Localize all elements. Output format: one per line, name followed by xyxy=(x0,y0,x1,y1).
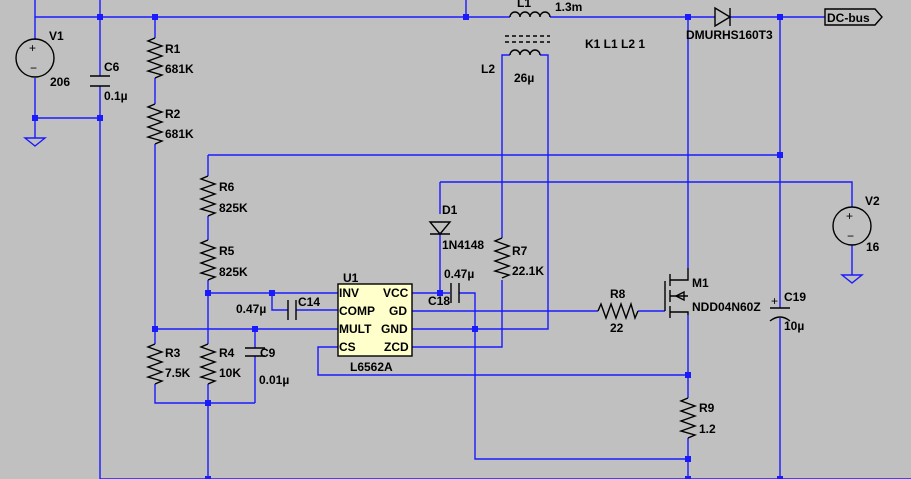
r6-value: 825K xyxy=(219,201,248,215)
l1-label: L1 xyxy=(517,0,531,10)
r4-value: 10K xyxy=(219,366,241,380)
l2-label: L2 xyxy=(481,62,495,76)
net-label-dc-bus[interactable]: DC-bus xyxy=(824,8,883,26)
r7-label: R7 xyxy=(512,244,528,258)
resistor-r7[interactable]: R7 22.1K xyxy=(492,237,544,279)
r3-value: 7.5K xyxy=(165,366,191,380)
resistor-r4[interactable]: R4 10K xyxy=(198,343,241,385)
d7-value: DMURHS160T3 xyxy=(686,28,773,42)
r5-label: R5 xyxy=(219,244,235,258)
coupling-directive: K1 L1 L2 1 xyxy=(585,37,645,51)
m1-value: NDD04N60Z xyxy=(692,300,761,314)
r8-value: 22 xyxy=(610,321,624,335)
u1-value: L6562A xyxy=(350,360,393,374)
c19-plus: + xyxy=(771,294,778,308)
junctions xyxy=(32,14,783,479)
voltage-source-v2[interactable]: + − V2 16 xyxy=(832,194,880,254)
v1-value: 206 xyxy=(50,75,70,89)
resistor-r6[interactable]: R6 825K xyxy=(198,175,248,217)
capacitor-c6[interactable]: C6 0.1µ xyxy=(90,60,128,103)
v2-label: V2 xyxy=(865,194,880,208)
plus-sign: + xyxy=(29,41,36,55)
pin-inv: INV xyxy=(339,286,359,300)
capacitor-c14[interactable]: 0.47µ C14 xyxy=(236,295,320,320)
capacitor-c18[interactable]: 0.47µ C18 xyxy=(428,267,474,308)
minus-sign: − xyxy=(30,61,37,75)
l1-value: 1.3m xyxy=(555,0,582,14)
dc-bus-label: DC-bus xyxy=(827,11,870,25)
pin-vcc: VCC xyxy=(383,286,409,300)
r7-value: 22.1K xyxy=(512,264,544,278)
voltage-source-v1[interactable]: + − V1 206 xyxy=(15,29,70,89)
r5-value: 825K xyxy=(219,265,248,279)
pin-cs: CS xyxy=(339,340,356,354)
capacitor-c9[interactable]: C9 0.01µ xyxy=(245,346,289,387)
resistor-r2[interactable]: R2 681K xyxy=(145,103,194,145)
r9-label: R9 xyxy=(699,401,715,415)
ground-icon xyxy=(840,274,864,284)
mosfet-m1[interactable]: M1 NDD04N60Z xyxy=(664,268,761,318)
inductor-l1[interactable]: L1 1.3m xyxy=(509,0,582,18)
pin-zcd: ZCD xyxy=(384,340,409,354)
pin-comp: COMP xyxy=(339,304,375,318)
c9-label: C9 xyxy=(260,346,276,360)
resistor-r8[interactable]: R8 22 xyxy=(597,287,639,335)
v2-plus: + xyxy=(846,209,853,223)
resistor-r3[interactable]: R3 7.5K xyxy=(145,343,191,385)
diode-d1[interactable]: D1 1N4148 xyxy=(428,203,484,252)
inductor-l2[interactable]: L2 26µ xyxy=(481,49,549,85)
c14-label: C14 xyxy=(298,295,320,309)
ground-icon xyxy=(23,137,47,147)
r3-label: R3 xyxy=(165,346,181,360)
c19-label: C19 xyxy=(784,290,806,304)
pin-gnd: GND xyxy=(381,322,408,336)
pin-gd: GD xyxy=(389,304,407,318)
wires xyxy=(34,0,911,479)
r2-label: R2 xyxy=(165,107,181,121)
v2-minus: − xyxy=(847,229,854,243)
r9-value: 1.2 xyxy=(699,422,716,436)
capacitor-c19[interactable]: + C19 10µ xyxy=(769,290,806,333)
c9-value: 0.01µ xyxy=(259,373,289,387)
c18-label: C18 xyxy=(428,294,450,308)
r2-value: 681K xyxy=(165,127,194,141)
u1-label: U1 xyxy=(343,271,359,285)
r6-label: R6 xyxy=(219,180,235,194)
resistor-r1[interactable]: R1 681K xyxy=(145,37,194,79)
c6-value: 0.1µ xyxy=(104,89,128,103)
v1-label: V1 xyxy=(49,29,64,43)
core-coupling-lines xyxy=(505,35,550,43)
pin-mult: MULT xyxy=(339,322,372,336)
m1-label: M1 xyxy=(692,276,709,290)
c19-value: 10µ xyxy=(784,319,804,333)
r1-value: 681K xyxy=(165,62,194,76)
ic-u1[interactable]: U1 L6562A INV COMP MULT CS VCC GD GND ZC… xyxy=(337,271,413,374)
r4-label: R4 xyxy=(219,346,235,360)
diode-d7[interactable]: DMURHS160T3 xyxy=(686,6,773,42)
resistor-r5[interactable]: R5 825K xyxy=(198,239,248,281)
r8-label: R8 xyxy=(610,287,626,301)
c6-label: C6 xyxy=(104,60,120,74)
r1-label: R1 xyxy=(165,42,181,56)
resistor-r9[interactable]: R9 1.2 xyxy=(678,397,716,439)
c18-value: 0.47µ xyxy=(444,267,474,281)
v2-value: 16 xyxy=(866,240,880,254)
c14-value: 0.47µ xyxy=(236,302,266,316)
d1-value: 1N4148 xyxy=(442,238,484,252)
d1-label: D1 xyxy=(442,203,458,217)
l2-value: 26µ xyxy=(514,71,534,85)
